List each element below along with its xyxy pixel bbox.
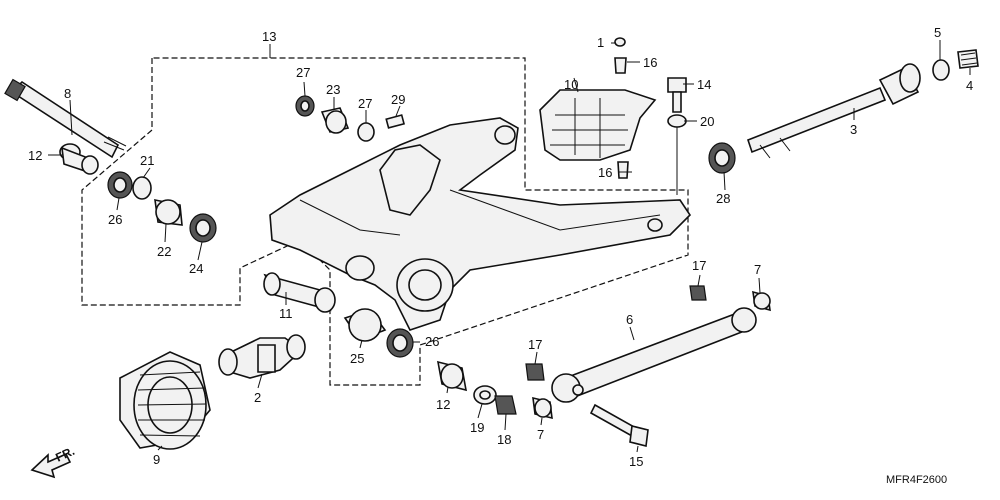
- clip-spring: [932, 49, 979, 81]
- callouts: 13 1 16 10 14 20 16 5 4 3 28 8 12 21 26 …: [28, 25, 973, 469]
- callout-27-left: 27: [296, 65, 310, 80]
- oil-seal: [708, 142, 736, 174]
- callout-12-bottom: 12: [436, 397, 450, 412]
- callout-15: 15: [629, 454, 643, 469]
- swingarm: [269, 117, 692, 331]
- bolt-washer: [667, 77, 687, 195]
- callout-3: 3: [850, 122, 857, 137]
- callout-27-right: 27: [358, 96, 372, 111]
- callout-8: 8: [64, 86, 71, 101]
- callout-7-bottom: 7: [537, 427, 544, 442]
- callout-26-right: 26: [425, 334, 439, 349]
- callout-4: 4: [966, 78, 973, 93]
- callout-18: 18: [497, 432, 511, 447]
- front-label: FR.: [53, 444, 76, 465]
- pivot-sleeve: [263, 272, 336, 313]
- callout-17-left: 17: [528, 337, 542, 352]
- callout-23: 23: [326, 82, 340, 97]
- callout-24: 24: [189, 261, 203, 276]
- callout-29: 29: [391, 92, 405, 107]
- callout-16-bottom: 16: [598, 165, 612, 180]
- left-bearing-stack: [107, 171, 217, 243]
- callout-26-left: 26: [108, 212, 122, 227]
- callout-21: 21: [140, 153, 154, 168]
- callout-6: 6: [626, 312, 633, 327]
- callout-19: 19: [470, 420, 484, 435]
- small-fasteners: [614, 37, 629, 179]
- callout-22: 22: [157, 244, 171, 259]
- callout-14: 14: [697, 77, 711, 92]
- callout-7-right: 7: [754, 262, 761, 277]
- callout-5: 5: [934, 25, 941, 40]
- long-bolt: [589, 403, 649, 447]
- callout-11: 11: [279, 306, 293, 321]
- drive-shaft: [747, 63, 921, 159]
- callout-10: 10: [564, 77, 578, 92]
- callout-1: 1: [597, 35, 604, 50]
- callout-17-right: 17: [692, 258, 706, 273]
- diagram-code: MFR4F2600: [886, 474, 947, 486]
- universal-joint: [218, 334, 306, 379]
- callout-25: 25: [350, 351, 364, 366]
- assembly-boundary: [81, 57, 689, 386]
- leader-lines: [48, 40, 971, 453]
- front-direction-arrow: [30, 452, 72, 479]
- callout-13: 13: [262, 29, 276, 44]
- lower-hardware: [436, 360, 517, 415]
- callout-16-top: 16: [643, 55, 657, 70]
- ring-gear: [119, 351, 211, 450]
- callout-28: 28: [716, 191, 730, 206]
- collar-left: [59, 143, 99, 175]
- torque-rod: [551, 307, 757, 403]
- top-small-parts: [295, 95, 406, 142]
- callout-12-left: 12: [28, 148, 42, 163]
- guard-plate: [539, 89, 657, 161]
- rod-fittings: [525, 285, 771, 420]
- callout-2: 2: [254, 390, 261, 405]
- callout-9: 9: [153, 452, 160, 467]
- right-bearing-stack: [343, 308, 414, 358]
- callout-20: 20: [700, 114, 714, 129]
- pivot-bolt: [4, 78, 127, 159]
